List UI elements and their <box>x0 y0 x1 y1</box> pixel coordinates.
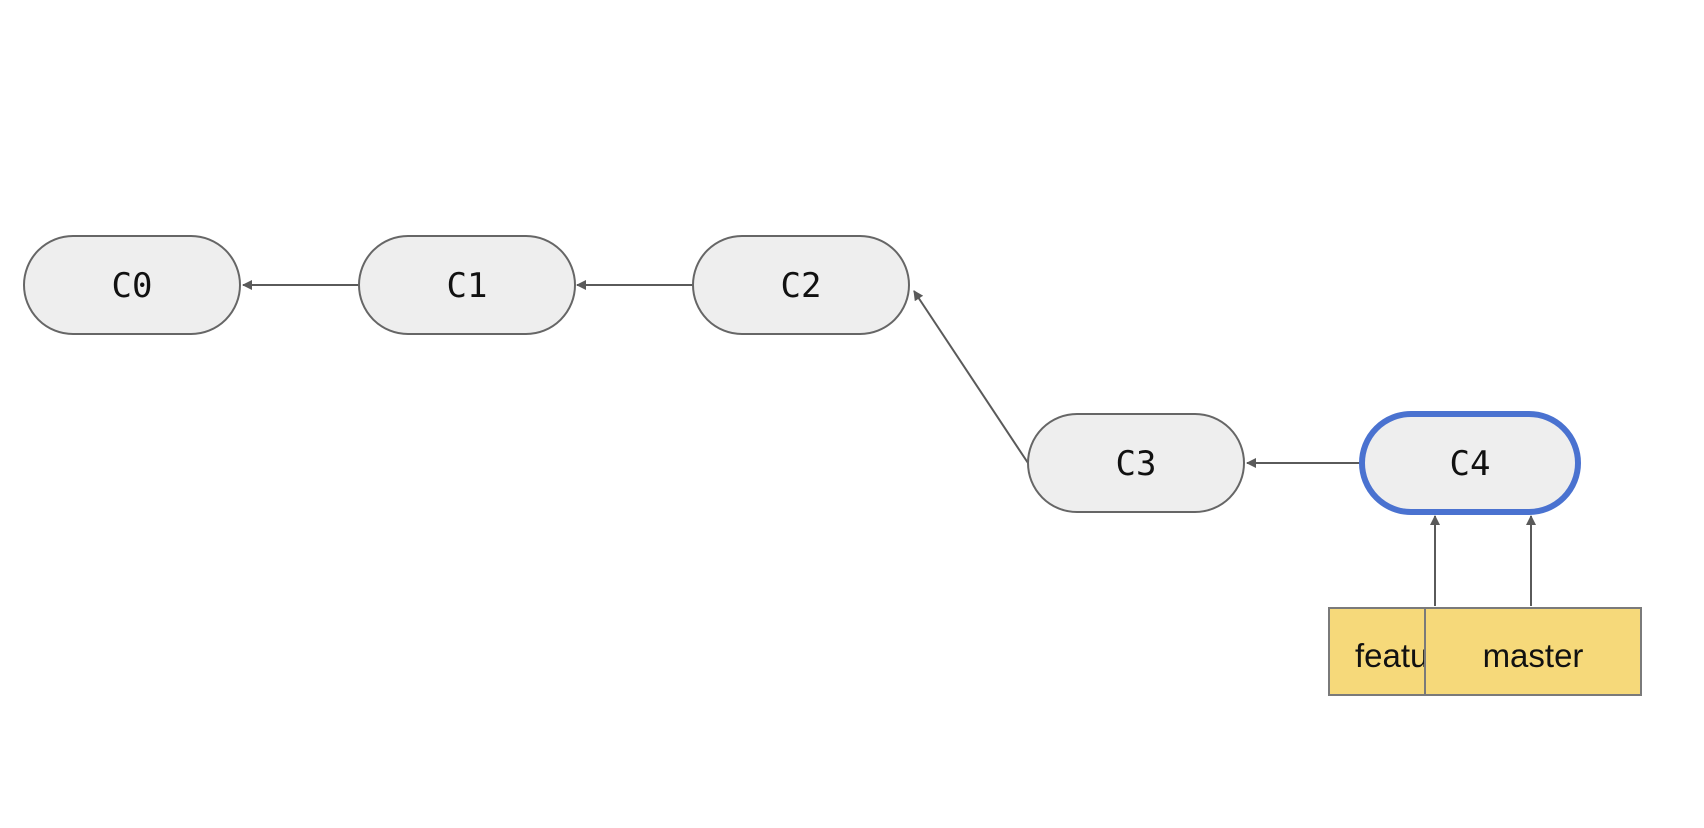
edges <box>242 280 1536 606</box>
commit-node-c4[interactable]: C4 <box>1359 411 1581 515</box>
commit-node-c2[interactable]: C2 <box>692 235 910 335</box>
branch-name: master <box>1483 637 1584 674</box>
commit-label: C4 <box>1450 444 1491 484</box>
commit-node-c0[interactable]: C0 <box>23 235 241 335</box>
commit-label: C1 <box>447 266 488 306</box>
branch-name: featu <box>1355 637 1428 674</box>
commit-label: C2 <box>781 266 822 306</box>
commit-node-c3[interactable]: C3 <box>1027 413 1245 513</box>
commit-label: C3 <box>1116 444 1157 484</box>
edge-c3-c2 <box>913 290 1029 464</box>
commit-node-c1[interactable]: C1 <box>358 235 576 335</box>
branch-label-master[interactable]: master <box>1424 607 1642 696</box>
commit-label: C0 <box>112 266 153 306</box>
